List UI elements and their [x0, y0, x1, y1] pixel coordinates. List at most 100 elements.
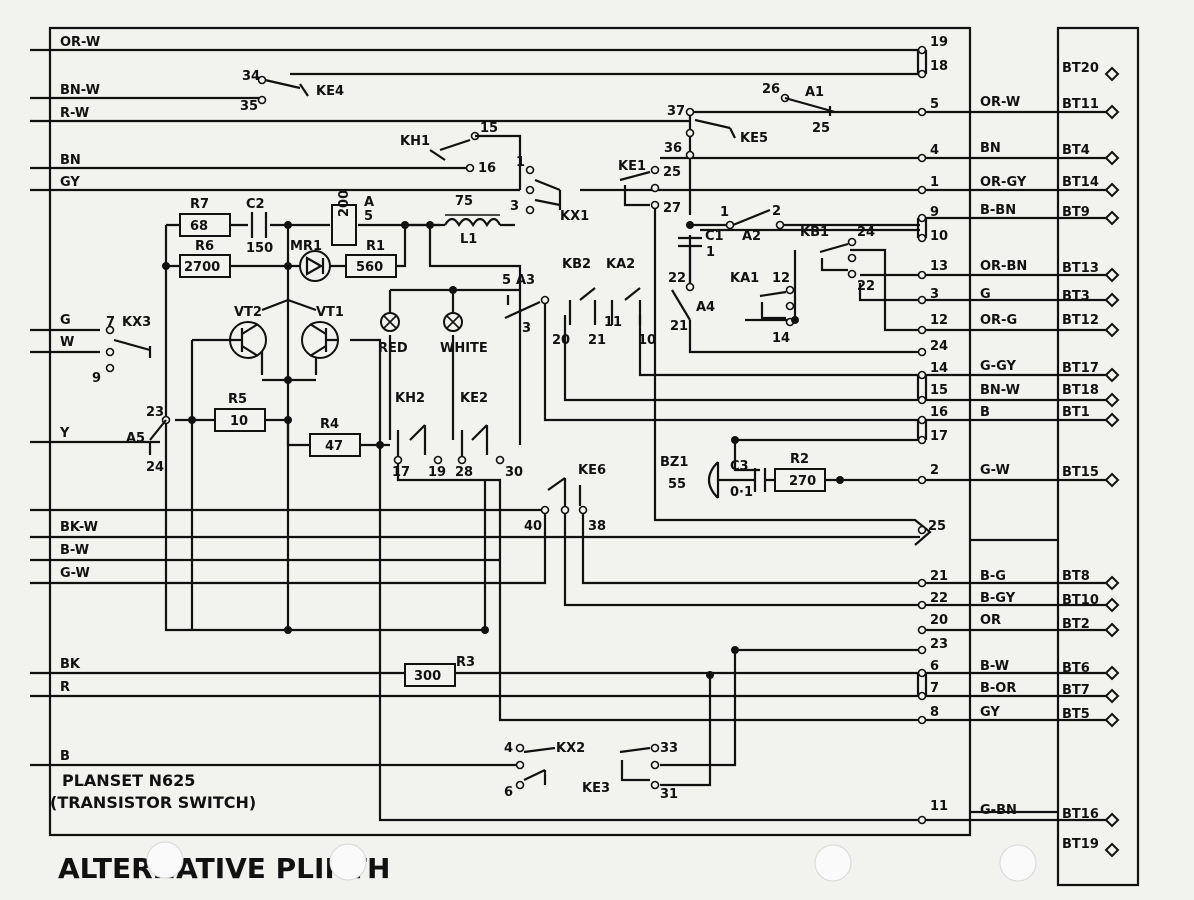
- capacitor-c2: C2 150: [246, 197, 273, 256]
- contact-ke3: 33 KE3 31: [582, 741, 678, 802]
- contact-ka2: KA2 11 10: [604, 257, 656, 348]
- right-wire-label: G-GY: [980, 359, 1016, 374]
- left-wire-label: G-W: [60, 566, 90, 581]
- kb2-ref: KB2: [562, 257, 591, 272]
- a4-ref: A4: [696, 300, 715, 315]
- ke5-pin: 36: [664, 141, 682, 156]
- r2-value: 270: [789, 474, 816, 489]
- bz1-value: 55: [668, 477, 686, 492]
- ke3-pin: 33: [660, 741, 678, 756]
- contact-kh1: KH1 15 16: [400, 121, 522, 190]
- bt-label: BT16: [1062, 807, 1099, 822]
- left-wire-label: OR-W: [60, 35, 100, 50]
- kx1-pin: 3: [510, 199, 519, 214]
- bt-label: BT3: [1062, 289, 1090, 304]
- bt-label: BT15: [1062, 465, 1099, 480]
- relay-a-value: 200: [337, 190, 352, 217]
- resistor-r3: 300 R3: [404, 655, 475, 687]
- a3-pin: 3: [522, 321, 531, 336]
- contact-ke2: KE2 28 30: [455, 391, 523, 480]
- left-wire-label: G: [60, 313, 71, 328]
- terminal-number: 24: [930, 339, 948, 354]
- mr1-ref: MR1: [290, 239, 322, 254]
- resistor-r4: 47 R4: [309, 417, 361, 457]
- kb1-ref: KB1: [800, 225, 829, 240]
- kx1-ref: KX1: [560, 209, 589, 224]
- c3-value: 0·1: [730, 485, 753, 500]
- ke4-ref: KE4: [316, 84, 344, 99]
- r4-ref: R4: [320, 417, 339, 432]
- r1-value: 560: [356, 260, 383, 275]
- bt-label: BT17: [1062, 361, 1099, 376]
- terminal-number: 23: [930, 637, 948, 652]
- right-wire-label: G: [980, 287, 991, 302]
- left-wire-label: B: [60, 749, 70, 764]
- left-wire-label: BN: [60, 153, 81, 168]
- ka2-pin: 11: [604, 315, 622, 330]
- bt-terminals: BT20 BT11 BT4 BT14 BT9 BT13 BT3 BT12 BT1…: [1062, 61, 1120, 858]
- right-wire-label: B-OR: [980, 681, 1016, 696]
- bt-label: BT8: [1062, 569, 1090, 584]
- left-wire-label: W: [60, 335, 74, 350]
- resistor-r1: 560 R1: [345, 239, 397, 278]
- ke1-pin: 27: [663, 201, 681, 216]
- wiring: [30, 48, 932, 822]
- left-wire-label: GY: [60, 175, 80, 190]
- terminal-number: 5: [930, 97, 939, 112]
- punch-holes: [146, 841, 1037, 882]
- left-wire-labels: OR-W BN-W R-W BN GY G W Y BK-W B-W G-W B…: [59, 35, 100, 764]
- lamp-white-ref: WHITE: [440, 341, 488, 356]
- terminal-number: 9: [930, 205, 939, 220]
- kx3-ref: KX3: [122, 315, 151, 330]
- a1-ref: A1: [805, 85, 824, 100]
- ke6-ref: KE6: [578, 463, 606, 478]
- resistor-r6: 2700 R6: [179, 239, 231, 278]
- ka1-ref: KA1: [730, 271, 759, 286]
- r3-ref: R3: [456, 655, 475, 670]
- kx1-pin: 1: [516, 155, 525, 170]
- ke2-ref: KE2: [460, 391, 488, 406]
- right-wire-labels: OR-W BN OR-GY B-BN OR-BN G OR-G G-GY BN-…: [980, 95, 1027, 818]
- kb1-pin: 24: [857, 225, 875, 240]
- lamp-white: WHITE: [440, 312, 488, 356]
- bt-label: BT19: [1062, 837, 1099, 852]
- a2-pin: 2: [772, 204, 781, 219]
- capacitor-c1: C1 1: [678, 229, 724, 260]
- r5-ref: R5: [228, 392, 247, 407]
- ka2-pin: 10: [638, 333, 656, 348]
- r1-ref: R1: [366, 239, 385, 254]
- terminal-number: 10: [930, 229, 948, 244]
- terminal-number: 2: [930, 463, 939, 478]
- terminal-number: 8: [930, 705, 939, 720]
- resistor-r7: 68 R7: [179, 197, 231, 237]
- terminal-number: 22: [930, 591, 948, 606]
- diode-mr1: MR1: [290, 239, 331, 282]
- kh2-pin: 17: [392, 465, 410, 480]
- lamp-red-ref: RED: [378, 341, 408, 356]
- ka1-pin: 12: [772, 271, 790, 286]
- left-wire-label: R-W: [60, 106, 89, 121]
- terminal-number: 17: [930, 429, 948, 444]
- kh2-pin: 19: [428, 465, 446, 480]
- r6-value: 2700: [184, 260, 220, 275]
- contact-a1: 26 A1 25: [762, 82, 836, 136]
- ke3-pin: 31: [660, 787, 678, 802]
- contact-a4: 22 A4 21: [668, 271, 715, 334]
- right-wire-label: BN-W: [980, 383, 1020, 398]
- terminal-number: 6: [930, 659, 939, 674]
- contact-ke1: KE1 25 27: [618, 159, 681, 216]
- right-wire-label: B-BN: [980, 203, 1016, 218]
- terminal-number: 18: [930, 59, 948, 74]
- r7-value: 68: [190, 219, 208, 234]
- right-wire-label: G-BN: [980, 803, 1017, 818]
- terminal-number: 12: [930, 313, 948, 328]
- vt1-ref: VT1: [316, 305, 344, 320]
- bt-label: BT5: [1062, 707, 1090, 722]
- r3-value: 300: [414, 669, 441, 684]
- left-wire-label: BK: [60, 657, 81, 672]
- right-wire-label: OR-GY: [980, 175, 1027, 190]
- bt-label: BT4: [1062, 143, 1090, 158]
- kh1-ref: KH1: [400, 134, 430, 149]
- right-wire-label: B-GY: [980, 591, 1016, 606]
